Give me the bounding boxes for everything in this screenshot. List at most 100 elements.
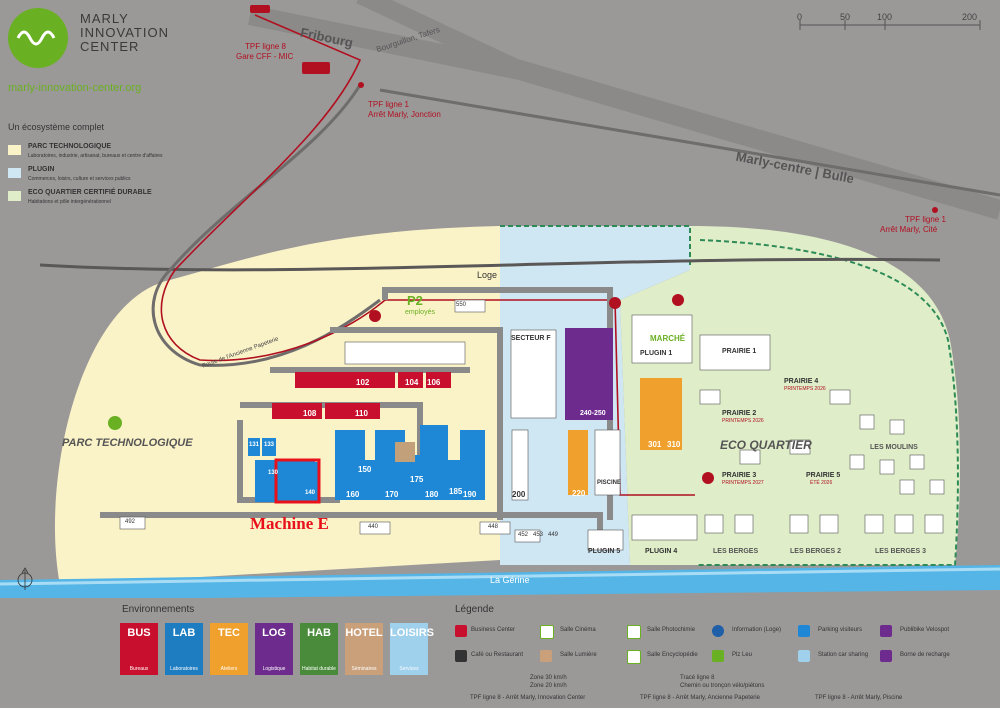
zone-label-plugin5: PLUGIN 5: [588, 548, 621, 555]
prairie-5: PRAIRIE 5: [806, 472, 841, 479]
building-130[interactable]: 130: [268, 470, 279, 476]
cafe-icon: [455, 650, 467, 662]
business-center-icon: [455, 625, 467, 637]
cinema-icon: [540, 625, 554, 639]
transport-stop-1-line: TPF ligne 1: [368, 100, 409, 109]
building-448[interactable]: 448: [488, 524, 499, 530]
building-133[interactable]: 133: [264, 442, 275, 448]
transport-stop-0-line: TPF ligne 8: [245, 42, 286, 51]
environments-title: Environnements: [122, 604, 195, 615]
legend-item-lumiere: Salle Lumière: [560, 652, 597, 658]
legend-item-cafe: Café ou Restaurant: [471, 652, 524, 658]
zone-label-berges2: LES BERGES 2: [790, 548, 841, 555]
building-492[interactable]: 492: [125, 519, 136, 525]
zone-label-secteur-f: SECTEUR F: [511, 335, 551, 342]
building-452[interactable]: 452: [518, 532, 529, 538]
building-185[interactable]: 185: [449, 487, 463, 496]
lumiere-icon: [540, 650, 552, 662]
eco-item-title-0: PARC TECHNOLOGIQUE: [28, 143, 112, 150]
building-301[interactable]: 301: [648, 440, 662, 449]
car-sharing-icon: [798, 650, 810, 662]
building-110[interactable]: 110: [355, 409, 368, 418]
legend-item-parking: Parking visiteurs: [818, 627, 863, 633]
prairie-5-date: ÉTÉ 2026: [810, 480, 833, 486]
legend-item-stop-b: TPF ligne 8 - Arrêt Marly, Ancienne Pape…: [640, 695, 760, 701]
legend-item-business-center: Business Center: [471, 627, 516, 633]
brand-url[interactable]: marly-innovation-center.org: [8, 82, 142, 94]
zone-label-plugin4: PLUGIN 4: [645, 548, 678, 555]
building-131[interactable]: 131: [249, 442, 260, 448]
brand-name: MARLY INNOVATION CENTER: [80, 11, 169, 54]
ecosystem-title: Un écosystème complet: [8, 122, 105, 132]
building-200[interactable]: 200: [512, 490, 526, 499]
building-106[interactable]: 106: [427, 378, 441, 387]
scale-tick-0: 0: [797, 12, 803, 22]
building-550[interactable]: 550: [456, 302, 467, 308]
building-220[interactable]: 220: [572, 489, 586, 498]
transport-stop-2-name: Arrêt Marly, Cité: [880, 225, 938, 234]
legend-item-charging: Borne de recharge: [900, 652, 950, 658]
building-310[interactable]: 310: [667, 440, 681, 449]
road-marly-bulle: [379, 88, 1000, 197]
legend-item-photochimie: Salle Photochimie: [647, 627, 696, 633]
prairie-3: PRAIRIE 3: [722, 472, 757, 479]
building-140[interactable]: 140: [305, 490, 316, 496]
building-104[interactable]: 104: [405, 378, 419, 387]
machine-e-highlight: [274, 458, 321, 504]
transport-stop-2-line: TPF ligne 1: [905, 215, 946, 224]
prairie-4-date: PRINTEMPS 2026: [784, 386, 826, 392]
eco-item-desc-0: Laboratoires, industrie, artisanat, bure…: [28, 153, 163, 159]
photochimie-icon: [627, 625, 641, 639]
machine-e-label: Machine E: [250, 514, 329, 533]
building-440[interactable]: 440: [368, 524, 379, 530]
building-150[interactable]: 150: [358, 465, 372, 474]
legend-item-car-sharing: Station car sharing: [818, 652, 869, 658]
building-170[interactable]: 170: [385, 490, 399, 499]
zone-label-marche: MARCHÉ: [650, 334, 686, 343]
scale-tick-3: 200: [962, 12, 978, 22]
eco-item-title-1: PLUGIN: [28, 166, 55, 173]
legend-item-bike: Publibike Velospot: [900, 627, 950, 633]
legend-item-chemin: Chemin ou tronçon vélo/piétons: [680, 683, 765, 689]
building-102[interactable]: 102: [356, 378, 370, 387]
legend-title: Légende: [455, 604, 494, 615]
river-label: La Gérine: [490, 575, 530, 585]
building-449[interactable]: 449: [548, 532, 559, 538]
building-453[interactable]: 453: [533, 532, 544, 538]
bus-icon: [302, 62, 330, 74]
building-175[interactable]: 175: [410, 475, 424, 484]
prairie-3-date: PRINTEMPS 2027: [722, 480, 764, 486]
legend-item-cinema: Salle Cinéma: [560, 627, 596, 633]
legend-item-zone30: Zone 30 km/h: [530, 675, 567, 681]
zone-label-plugin1: PLUGIN 1: [640, 350, 673, 357]
scale-tick-1: 50: [840, 12, 851, 22]
building-180[interactable]: 180: [425, 490, 439, 499]
transport-stop-1-name: Arrêt Marly, Jonction: [368, 110, 441, 119]
zone-label-piscine: PISCINE: [597, 480, 622, 486]
prairie-4: PRAIRIE 4: [784, 378, 819, 385]
charging-icon: [880, 650, 892, 662]
zone-label-p2: P2: [407, 293, 423, 308]
transport-stop-0-name: Gare CFF - MIC: [236, 52, 294, 61]
zone-label-berges: LES BERGES: [713, 548, 759, 555]
zone-label-eco: ECO QUARTIER: [720, 438, 812, 452]
building-190[interactable]: 190: [463, 490, 477, 499]
legend-item-zone20: Zone 20 km/h: [530, 683, 567, 689]
info-icon: [712, 625, 724, 637]
building-160[interactable]: 160: [346, 490, 360, 499]
legend-item-ligne8: Tracé ligne 8: [680, 675, 715, 681]
eco-item-desc-2: Habitations et pôle intergénérationnel: [28, 199, 111, 205]
building-108[interactable]: 108: [303, 409, 317, 418]
bike-icon: [880, 625, 892, 637]
mic-logo-icon: [8, 8, 68, 68]
eco-item-desc-1: Commerces, loisirs, culture et services …: [28, 176, 131, 182]
legend-item-encyclopedie: Salle Encyclopédie: [647, 652, 698, 658]
building-240-250[interactable]: 240-250: [580, 410, 606, 417]
parking-icon: [798, 625, 810, 637]
